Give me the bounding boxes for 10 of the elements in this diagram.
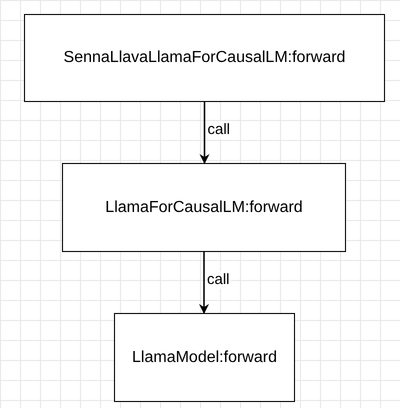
process-box <box>62 163 346 252</box>
process-box <box>114 313 295 402</box>
arrow <box>200 102 210 164</box>
edge-label: call <box>206 120 232 138</box>
box-label: LlamaModel:forward <box>132 348 277 368</box>
edge-label: call <box>206 270 231 288</box>
arrow <box>199 252 209 314</box>
box-label: SennaLlavaLlamaForCausalLM:forward <box>64 48 346 68</box>
process-box <box>24 14 385 102</box>
box-label: LlamaForCausalLM:forward <box>105 198 303 218</box>
